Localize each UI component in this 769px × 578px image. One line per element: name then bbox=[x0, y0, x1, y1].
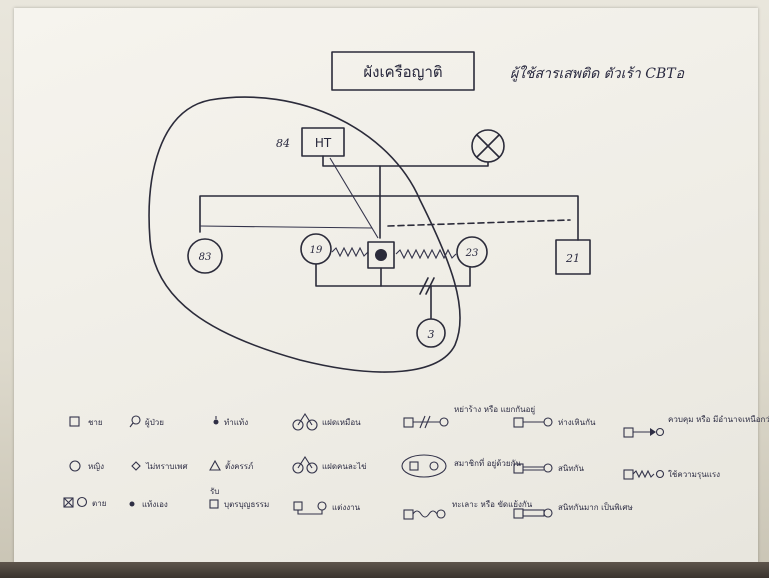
legend-identical-twins: แฝดเหมือน bbox=[322, 418, 361, 427]
father-relation-line bbox=[329, 157, 379, 239]
legend-abortion: ทำแท้ง bbox=[224, 418, 248, 427]
adopted-icon bbox=[209, 499, 219, 509]
client-marker bbox=[375, 249, 387, 261]
sibling-23-age: 23 bbox=[465, 248, 479, 259]
patient-icon bbox=[131, 415, 141, 425]
sibling-19-age: 19 bbox=[310, 245, 323, 256]
deceased-female-icon bbox=[76, 496, 88, 508]
child-symbol bbox=[416, 318, 446, 348]
legend-miscarriage: แท้งเอง bbox=[142, 500, 168, 509]
household-boundary bbox=[148, 96, 461, 373]
legend-separated: หย่าร้าง หรือ แยกกันอยู่ bbox=[454, 405, 535, 415]
legend-adopted: บุตรบุญธรรม bbox=[224, 500, 269, 509]
brother-age: 21 bbox=[565, 252, 580, 265]
male-icon bbox=[69, 416, 80, 427]
miscarriage-icon bbox=[129, 501, 135, 507]
legend: ชาย หญิง ตาย ผู้ป่วย ไม่ทราบเพศ แท้งเอง … bbox=[63, 405, 769, 520]
father-age: 84 bbox=[276, 137, 290, 150]
abortion-icon bbox=[213, 419, 219, 425]
left-member-symbol bbox=[187, 238, 223, 274]
legend-very-close: สนิทกันมาก เป็นพิเศษ bbox=[558, 502, 633, 512]
title-box: ผังเครือญาติ bbox=[331, 51, 475, 91]
close-icon bbox=[513, 463, 524, 474]
legend-household: สมาชิกที่ อยู่ด้วยกัน bbox=[454, 457, 521, 469]
legend-male: ชาย bbox=[88, 418, 103, 427]
legend-deceased: ตาย bbox=[92, 499, 106, 508]
fraternal-twins-icon bbox=[292, 462, 304, 474]
left-member-age: 83 bbox=[199, 252, 212, 263]
very-close-icon bbox=[513, 508, 524, 519]
legend-violence: ใช้ความรุนแรง bbox=[668, 470, 720, 479]
legend-female: หญิง bbox=[88, 462, 104, 471]
legend-married: แต่งงาน bbox=[332, 503, 361, 512]
client-partner-line bbox=[315, 263, 471, 287]
table-edge bbox=[0, 562, 769, 578]
father-label: HT bbox=[315, 136, 332, 150]
child-age: 3 bbox=[428, 328, 435, 341]
diagram-title: ผังเครือญาติ bbox=[363, 63, 442, 81]
diagram-subtitle: ผู้ใช้สารเสพติด ตัวเร้า CBTอ bbox=[510, 65, 685, 82]
household-icon bbox=[401, 454, 447, 478]
distant-icon bbox=[513, 417, 524, 428]
unknown-sex-icon bbox=[131, 461, 141, 471]
distant-relation-line bbox=[387, 219, 571, 227]
pregnancy-icon bbox=[209, 459, 221, 471]
control-icon bbox=[623, 427, 634, 438]
legend-adopted-prefix: รับ bbox=[210, 487, 219, 496]
separated-icon bbox=[403, 417, 414, 428]
sibship-line bbox=[199, 195, 579, 241]
deceased-male-icon bbox=[63, 497, 74, 508]
conflict-line-right bbox=[395, 248, 457, 260]
married-icon bbox=[293, 501, 303, 511]
legend-patient: ผู้ป่วย bbox=[145, 418, 164, 428]
violence-icon bbox=[623, 469, 634, 480]
legend-fraternal-twins: แฝดคนละไข่ bbox=[322, 462, 367, 471]
sibling-23-symbol bbox=[456, 236, 488, 268]
legend-pregnancy: ตั้งครรภ์ bbox=[225, 460, 253, 471]
legend-control: ควบคุม หรือ มีอำนาจเหนือกว่า bbox=[668, 415, 769, 424]
identical-twins-icon bbox=[292, 419, 304, 431]
parents-marriage-line bbox=[322, 155, 489, 167]
legend-close: สนิทกัน bbox=[558, 464, 584, 473]
brother-symbol bbox=[555, 239, 591, 275]
legend-distant: ห่างเหินกัน bbox=[558, 418, 596, 427]
female-icon bbox=[69, 460, 81, 472]
legend-conflict: ทะเลาะ หรือ ขัดแย้งกัน bbox=[452, 500, 533, 509]
conflict-line-left bbox=[331, 246, 369, 258]
legend-unknown-sex: ไม่ทราบเพศ bbox=[145, 462, 188, 471]
conflict-icon bbox=[403, 509, 414, 520]
